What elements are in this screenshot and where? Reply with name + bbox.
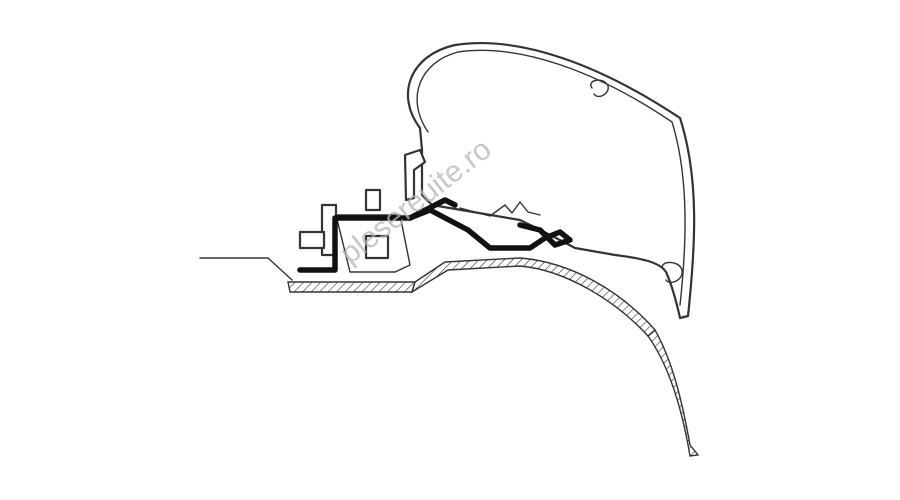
- adapter-profile: [297, 197, 573, 273]
- roof-skin-left: [287, 281, 416, 293]
- cassette-clip: [403, 148, 427, 202]
- bracket-body: [335, 214, 411, 273]
- nut-top: [364, 188, 382, 212]
- nut-bottom: [364, 234, 390, 260]
- bolt-head: [298, 230, 326, 250]
- side-wall: [647, 328, 700, 457]
- upper-hook: [590, 79, 609, 98]
- roof-line: [199, 257, 293, 281]
- roof-skin-slope: [410, 257, 656, 337]
- vehicle-roof: [199, 257, 700, 457]
- lower-hook: [661, 261, 683, 284]
- rail-wave: [459, 201, 541, 217]
- awning-cassette: [403, 41, 696, 320]
